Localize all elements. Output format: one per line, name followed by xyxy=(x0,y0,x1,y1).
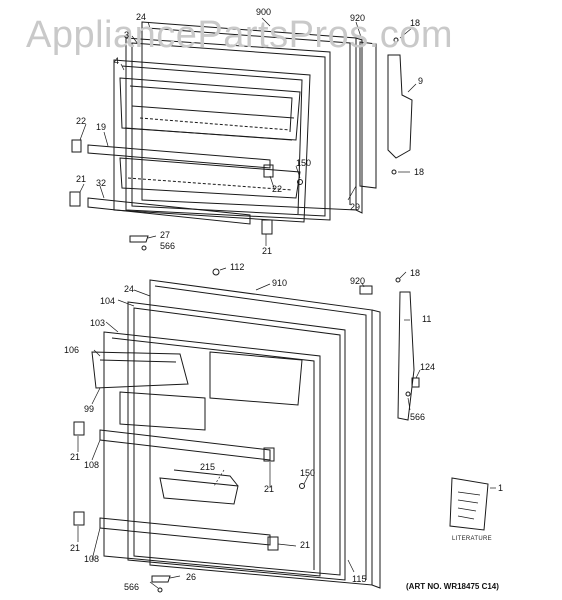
screw-150-a xyxy=(297,179,303,185)
callout-150: 150 xyxy=(300,468,316,478)
freezer-door-assembly xyxy=(69,21,413,251)
callout-11: 11 xyxy=(422,314,432,324)
shelf-clip-22-a xyxy=(71,139,82,153)
callout-24: 24 xyxy=(124,284,135,294)
fresh-food-inner-liner xyxy=(103,331,321,577)
callout-124: 124 xyxy=(420,362,436,372)
callout-18: 18 xyxy=(410,18,421,28)
freezer-shelf-bar-19 xyxy=(87,144,271,169)
dairy-door-106 xyxy=(91,351,189,389)
fresh-food-outer-panel xyxy=(149,279,373,586)
callout-21: 21 xyxy=(76,174,87,184)
art-number: (ART NO. WR18475 C14) xyxy=(406,582,499,591)
fresh-food-hinge-11 xyxy=(397,291,415,421)
screw-566-b xyxy=(405,391,411,397)
plug-112 xyxy=(212,268,220,276)
callout-21: 21 xyxy=(70,452,81,462)
freezer-shelf-bar-32 xyxy=(87,197,251,225)
callout-566: 566 xyxy=(124,582,140,592)
fresh-food-gasket xyxy=(127,301,346,581)
leader-lines xyxy=(77,17,496,589)
callout-21: 21 xyxy=(264,484,275,494)
callout-108: 108 xyxy=(84,554,100,564)
freezer-hinge-cover xyxy=(359,41,377,189)
shelf-clip-22-b xyxy=(263,164,274,178)
fresh-food-door-assembly xyxy=(73,268,489,593)
callout-32: 32 xyxy=(96,178,107,188)
literature-booklet xyxy=(449,477,489,531)
callout-21: 21 xyxy=(262,246,273,256)
callout-9: 9 xyxy=(418,76,424,86)
door-bin-215 xyxy=(159,477,239,505)
shelf-clip-21-c xyxy=(73,421,85,436)
callout-910: 910 xyxy=(272,278,288,288)
screw-566-c xyxy=(157,587,163,593)
part-124 xyxy=(411,377,420,388)
hinge-cap-920 xyxy=(359,285,373,295)
screw-150-b xyxy=(299,483,305,489)
screw-566-a xyxy=(141,245,147,251)
freezer-gasket xyxy=(125,37,331,221)
callout-99: 99 xyxy=(84,404,95,414)
door-shelf-bar-108-b xyxy=(99,517,271,546)
screw-18-c xyxy=(395,277,401,283)
freezer-inner-liner xyxy=(113,59,311,223)
screw-18-b xyxy=(391,169,397,175)
callout-104: 104 xyxy=(100,296,116,306)
callout-4: 4 xyxy=(114,56,120,66)
shelf-clip-21-b xyxy=(261,219,273,235)
callout-566: 566 xyxy=(410,412,426,422)
shelf-clip-21-e xyxy=(73,511,85,526)
literature-label: LITERATURE xyxy=(452,536,492,542)
callout-21: 21 xyxy=(70,543,81,553)
shelf-clip-21-f xyxy=(267,536,279,551)
callout-108: 108 xyxy=(84,460,100,470)
callout-24: 24 xyxy=(136,12,147,22)
callout-150: 150 xyxy=(296,158,312,168)
callout-215: 215 xyxy=(200,462,216,472)
callout-1: 1 xyxy=(498,483,504,493)
callout-18: 18 xyxy=(414,167,425,177)
callout-27: 27 xyxy=(160,230,171,240)
door-shelf-bar-108-a xyxy=(99,429,271,461)
callout-566: 566 xyxy=(160,241,176,251)
callout-21: 21 xyxy=(300,540,311,550)
callout-103: 103 xyxy=(90,318,106,328)
callout-22: 22 xyxy=(272,184,283,194)
callout-18: 18 xyxy=(410,268,421,278)
freezer-hinge-9 xyxy=(387,54,413,159)
callout-920: 920 xyxy=(350,13,366,23)
callout-920: 920 xyxy=(350,276,366,286)
callout-112: 112 xyxy=(230,262,245,272)
part-27 xyxy=(129,235,149,243)
callout-19: 19 xyxy=(96,122,107,132)
callout-26: 26 xyxy=(186,572,197,582)
screw-18-a xyxy=(393,37,399,43)
callout-900: 900 xyxy=(256,7,272,17)
callout-22: 22 xyxy=(76,116,87,126)
callout-3: 3 xyxy=(124,30,130,40)
callout-106: 106 xyxy=(64,345,80,355)
callout-115: 115 xyxy=(352,574,367,584)
part-26 xyxy=(151,575,171,583)
shelf-clip-21-a xyxy=(69,191,81,207)
callout-29: 29 xyxy=(350,202,361,212)
shelf-clip-21-d xyxy=(263,447,275,462)
